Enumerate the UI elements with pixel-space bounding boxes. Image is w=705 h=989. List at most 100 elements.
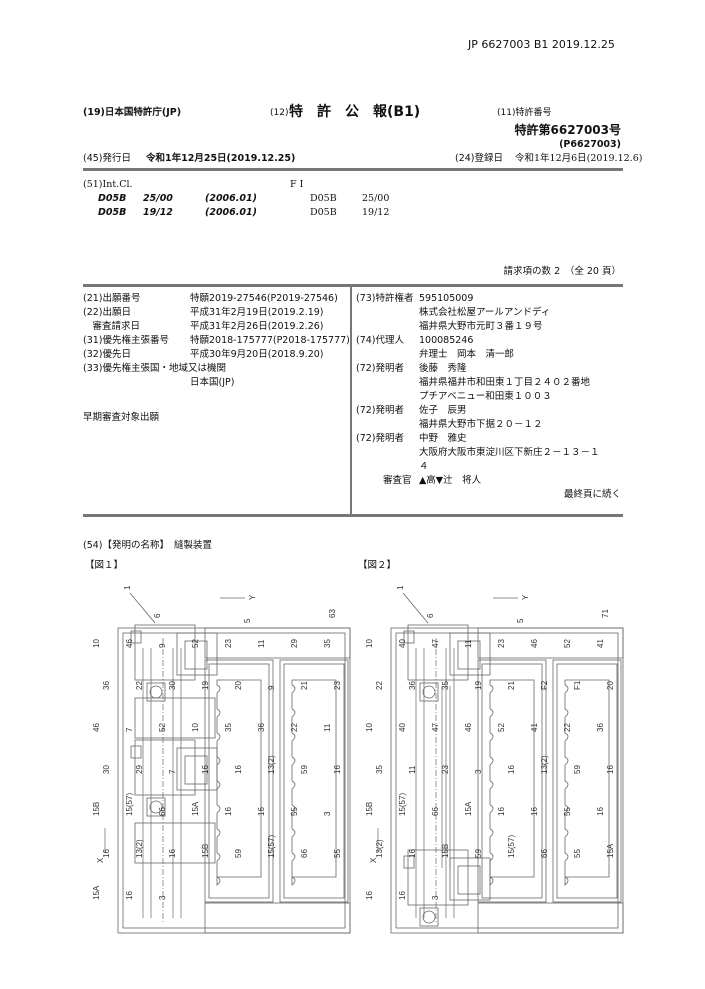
publication-kind: 特 許 公 報(B1) xyxy=(289,104,421,120)
figure-reference-numeral: 40 xyxy=(398,639,407,648)
figure-reference-numeral: F2 xyxy=(540,680,549,690)
figure-reference-numeral: 1 xyxy=(123,585,132,590)
figure-reference-numeral: 55 xyxy=(290,807,299,816)
claims-count: 請求項の数 2 （全 20 頁） xyxy=(503,266,621,277)
figure-reference-numeral: 15B xyxy=(441,844,450,858)
figure-reference-numeral: 11 xyxy=(408,765,417,774)
figure-reference-numeral: 30 xyxy=(102,765,111,774)
running-header: JP 6627003 B1 2019.12.25 xyxy=(468,38,615,51)
needle-bar xyxy=(184,755,208,785)
head-arm xyxy=(176,632,218,676)
figure-reference-numeral: 22 xyxy=(563,723,572,732)
figure-reference-numeral: 15(57) xyxy=(507,835,516,858)
figure-reference-numeral: 3 xyxy=(474,769,483,774)
intcl-label: (51)Int.Cl. xyxy=(83,179,133,190)
info-label: (72)発明者 xyxy=(356,363,405,374)
figure-reference-numeral: 52 xyxy=(563,639,572,648)
figure-reference-numeral: 15(57) xyxy=(267,835,276,858)
info-label: (72)発明者 xyxy=(356,433,405,444)
info-value: 弁理士 岡本 清一郎 xyxy=(419,349,515,360)
figure-reference-numeral: 7 xyxy=(125,727,134,732)
figure-reference-numeral: 19 xyxy=(474,681,483,690)
needle-bar xyxy=(184,640,208,670)
work-table-inner xyxy=(208,663,270,899)
work-table xyxy=(204,659,274,903)
figure-reference-numeral: 59 xyxy=(234,849,243,858)
figure-reference-numeral: 16 xyxy=(507,765,516,774)
figure-reference-numeral: 36 xyxy=(596,723,605,732)
info-value: 福井県大野市元町３番１９号 xyxy=(419,321,543,332)
figure-reference-numeral: 15B xyxy=(92,802,101,816)
registration-date-label: (24)登録日 xyxy=(455,153,504,164)
figure-reference-numeral: 35 xyxy=(441,681,450,690)
machine-frame xyxy=(117,627,351,934)
figure-reference-numeral: 6 xyxy=(426,613,435,618)
machine-frame xyxy=(390,627,624,934)
divider xyxy=(83,168,623,171)
figure-reference-numeral: 55 xyxy=(563,807,572,816)
figure-reference-numeral: F1 xyxy=(573,680,582,690)
figure-reference-numeral: 66 xyxy=(300,849,309,858)
figure-reference-numeral: 21 xyxy=(300,681,309,690)
motor xyxy=(403,630,415,644)
figure-reference-numeral: 9 xyxy=(158,643,167,648)
template-outline xyxy=(291,679,337,886)
motor xyxy=(130,630,142,644)
info-value: 特願2018-175777(P2018-175777) xyxy=(190,335,350,346)
figure-reference-numeral: 41 xyxy=(530,723,539,732)
figure-reference-numeral: 41 xyxy=(596,639,605,648)
figure-reference-numeral: 11 xyxy=(464,639,473,648)
figure-reference-numeral: 6 xyxy=(153,613,162,618)
figure-2-caption: 【図２】 xyxy=(358,560,397,571)
sewing-head xyxy=(134,624,196,681)
patent-number-label: (11)特許番号 xyxy=(497,108,552,118)
work-table xyxy=(279,659,349,903)
figure-reference-numeral: 23 xyxy=(441,765,450,774)
info-value: 佐子 辰男 xyxy=(419,405,467,416)
figure-reference-numeral: 46 xyxy=(92,723,101,732)
patent-number: 特許第6627003号 xyxy=(514,123,621,137)
info-label: (74)代理人 xyxy=(356,335,405,346)
figure-reference-numeral: 9 xyxy=(267,685,276,690)
divider xyxy=(83,284,623,287)
figure-reference-numeral: 15(57) xyxy=(398,793,407,816)
info-value: 後藤 秀隆 xyxy=(419,363,467,374)
template-outline xyxy=(216,679,262,886)
figure-reference-numeral: 59 xyxy=(474,849,483,858)
figure-reference-numeral: 16 xyxy=(365,891,374,900)
leader-arrow xyxy=(402,592,429,624)
head-ghost xyxy=(134,697,216,739)
info-label: (72)発明者 xyxy=(356,405,405,416)
head-ghost xyxy=(134,822,216,864)
figure-reference-numeral: 16 xyxy=(398,891,407,900)
figure-reference-numeral: 16 xyxy=(408,849,417,858)
figure-reference-numeral: 59 xyxy=(573,765,582,774)
figure-reference-numeral: 35 xyxy=(224,723,233,732)
info-value: 日本国(JP) xyxy=(190,377,235,388)
work-table-inner xyxy=(481,663,543,899)
info-label: 審査請求日 xyxy=(83,321,141,332)
info-label: (31)優先権主張番号 xyxy=(83,335,170,346)
figure-reference-numeral: 23 xyxy=(333,681,342,690)
needle-bar xyxy=(457,865,481,895)
figure-reference-numeral: 21 xyxy=(507,681,516,690)
drive-box xyxy=(146,682,166,702)
figure-reference-numeral: 40 xyxy=(398,723,407,732)
figure-reference-numeral: 47 xyxy=(431,639,440,648)
figure-reference-numeral: 16 xyxy=(125,891,134,900)
figure-reference-numeral: 16 xyxy=(168,849,177,858)
figure-reference-numeral: 3 xyxy=(158,895,167,900)
figure-reference-numeral: 36 xyxy=(102,681,111,690)
figure-reference-numeral: Y xyxy=(521,594,530,600)
lower-band xyxy=(204,902,351,934)
column-divider xyxy=(350,286,352,516)
info-value: 平成31年2月19日(2019.2.19) xyxy=(190,307,324,318)
info-value: 株式会社松屋アールアンドディ xyxy=(419,307,551,318)
work-table xyxy=(552,659,622,903)
figure-reference-numeral: 13(2) xyxy=(135,839,144,858)
info-value: プチアベニュー和田東１００３ xyxy=(419,391,552,402)
figure-reference-numeral: 59 xyxy=(300,765,309,774)
figure-reference-numeral: 10 xyxy=(365,723,374,732)
pulley xyxy=(149,685,163,699)
